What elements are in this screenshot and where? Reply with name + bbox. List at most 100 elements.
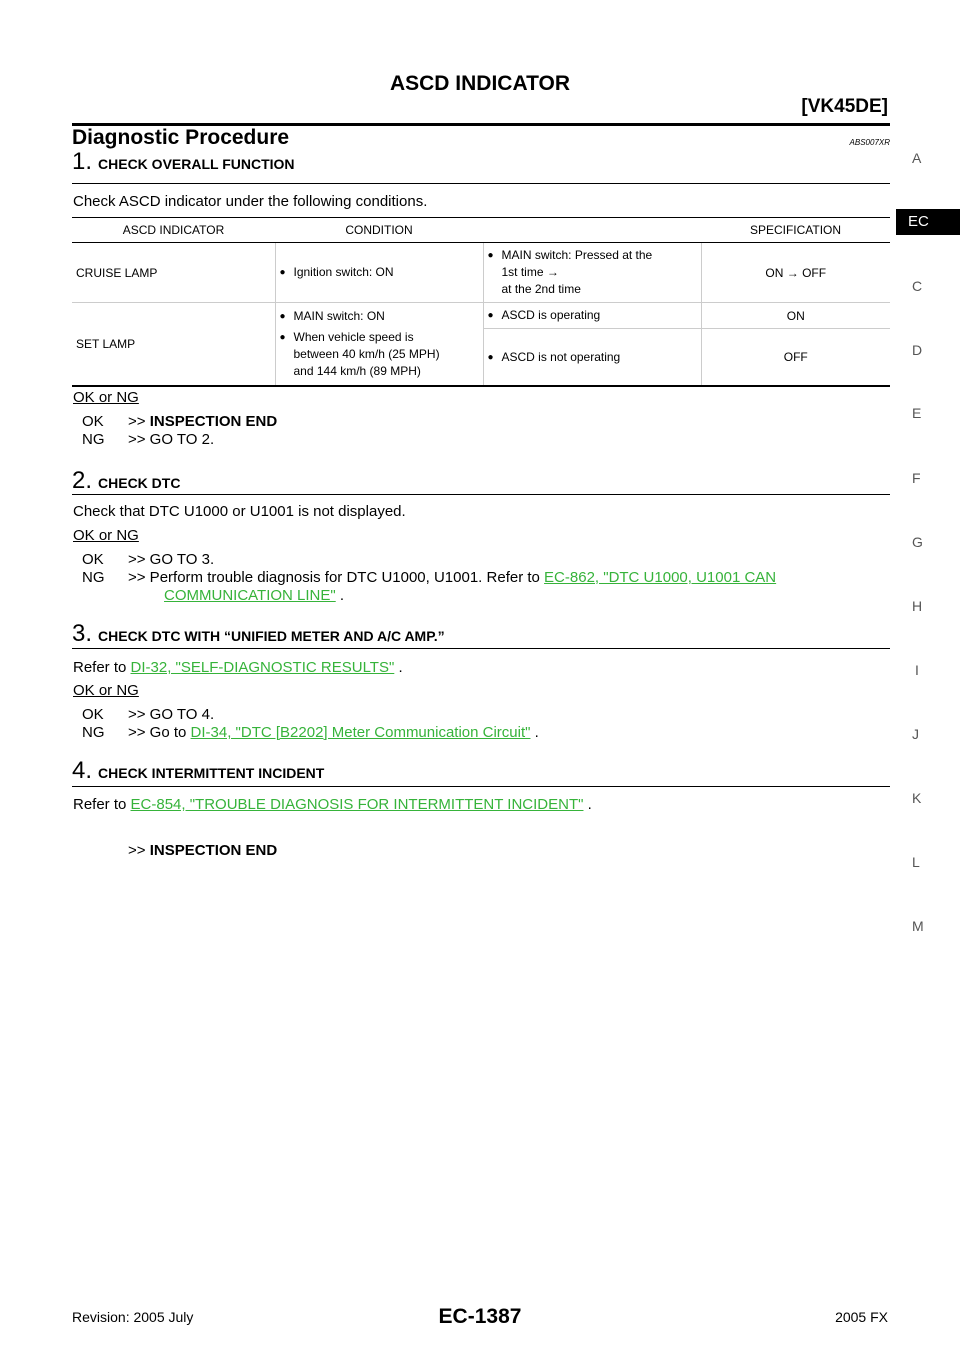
step-1-title: CHECK OVERALL FUNCTION [98,156,295,172]
end-arrow: >> [128,842,150,859]
sidebar-letter-j[interactable]: J [912,726,919,742]
step-1-number: 1. [72,148,93,175]
step-4-end: >> INSPECTION END [128,842,277,859]
step-4-number: 4. [72,757,93,784]
sidebar-letter-h[interactable]: H [912,598,923,614]
step-3-ok-result: OK >> GO TO 4. [82,706,214,723]
sidebar-letter-a[interactable]: A [912,150,922,166]
sidebar-letter-k[interactable]: K [912,790,922,806]
footer-page-number: EC-1387 [438,1305,522,1328]
step-3-heading: 3. CHECK DTC WITH “UNIFIED METER AND A/C … [72,620,445,648]
step-4-title: CHECK INTERMITTENT INCIDENT [98,765,325,781]
sidebar-letter-m[interactable]: M [912,918,924,934]
sidebar-tab-ec[interactable]: EC [896,209,960,235]
link-di-34[interactable]: DI-34, "DTC [B2202] Meter Communication … [190,724,531,741]
link-ec-854[interactable]: EC-854, "TROUBLE DIAGNOSIS FOR INTERMITT… [130,796,584,813]
refer-to: Refer to [73,659,131,676]
condition-ignition: Ignition switch: ON [280,264,479,281]
text-tail: . [583,796,592,813]
step-2-heading: 2. CHECK DTC [72,467,180,495]
condition-cell: ASCD is operating [482,302,701,329]
table-header-row: ASCD INDICATOR CONDITION SPECIFICATION [72,217,890,243]
step-1-ok-result: OK >> INSPECTION END [82,413,277,430]
sidebar-letter-i[interactable]: I [915,662,919,678]
inspection-end: INSPECTION END [149,413,278,430]
spec-table: ASCD INDICATOR CONDITION SPECIFICATION C… [72,217,890,387]
ng-text: >> Go to [128,724,191,741]
step-1-heading: 1. CHECK OVERALL FUNCTION [72,148,295,176]
header-rule [72,123,890,126]
link-ec-862[interactable]: EC-862, "DTC U1000, U1001 CAN [544,569,777,586]
step-2-ng-result-cont: COMMUNICATION LINE" . [164,587,344,604]
ng-tail: . [530,724,539,741]
step-3-title: CHECK DTC WITH “UNIFIED METER AND A/C AM… [98,628,445,644]
sidebar-letter-f[interactable]: F [912,470,921,486]
step-2-number: 2. [72,467,93,494]
table-row: SET LAMP MAIN switch: ON When vehicle sp… [72,302,890,387]
condition-speed-line1: When vehicle speed is [280,329,479,346]
step-3-number: 3. [72,620,93,647]
condition-main-pressed-line2: 1st time → [501,265,559,279]
sidebar-letter-d[interactable]: D [912,342,923,358]
step-2-ok-result: OK >> GO TO 3. [82,551,214,568]
ok-label: OK [82,551,104,568]
ng-label: NG [82,569,105,586]
inspection-end: INSPECTION END [149,842,278,859]
condition-cell: MAIN switch: ON When vehicle speed is be… [274,302,483,387]
col-header-condition: CONDITION [275,217,483,243]
ng-tail: . [335,587,345,604]
step-1-rule [72,183,890,184]
ng-label: NG [82,431,105,448]
indicator-cruise-lamp: CRUISE LAMP [72,242,275,303]
reference-code: ABS007XR [849,138,890,147]
ok-text: >> GO TO 3. [128,551,215,568]
link-ec-862-cont[interactable]: COMMUNICATION LINE" [164,587,336,604]
condition-ascd-operating: ASCD is operating [488,307,697,324]
step-3-rule [72,648,890,649]
condition-cell: MAIN switch: Pressed at the 1st time → a… [482,242,701,303]
model-tag: [VK45DE] [801,96,888,117]
ng-text: >> Perform trouble diagnosis for DTC U10… [128,569,545,586]
condition-main-pressed-line3: at the 2nd time [501,282,581,296]
sidebar-letter-c[interactable]: C [912,278,923,294]
step-1-ok-or-ng: OK or NG [73,389,139,406]
spec-set-not-operating: OFF [700,328,890,387]
sidebar-letter-e[interactable]: E [912,405,922,421]
condition-main-on: MAIN switch: ON [280,308,479,325]
sidebar-letter-g[interactable]: G [912,534,923,550]
text-tail: . [394,659,403,676]
step-2-ok-or-ng: OK or NG [73,527,139,544]
step-1-intro: Check ASCD indicator under the following… [73,193,428,210]
footer-model: 2005 FX [835,1309,888,1325]
col-header-specification: SPECIFICATION [701,217,890,243]
step-3-text: Refer to DI-32, "SELF-DIAGNOSTIC RESULTS… [73,659,403,676]
ok-label: OK [82,413,104,430]
ok-label: OK [82,706,104,723]
col-header-condition-2 [483,217,701,243]
indicator-set-lamp: SET LAMP [72,302,275,387]
link-di-32[interactable]: DI-32, "SELF-DIAGNOSTIC RESULTS" [130,659,395,676]
sidebar-letter-l[interactable]: L [912,854,920,870]
condition-speed-line3: and 144 km/h (89 MPH) [293,364,421,378]
condition-main-pressed-line1: MAIN switch: Pressed at the [488,247,697,264]
step-4-heading: 4. CHECK INTERMITTENT INCIDENT [72,757,324,785]
step-2-title: CHECK DTC [98,475,181,491]
step-2-ng-result: NG >> Perform trouble diagnosis for DTC U… [82,569,890,586]
spec-set-operating: ON [700,302,890,329]
step-1-ng-result: NG>> GO TO 2. [82,431,214,448]
spec-cruise: ON → OFF [700,242,890,303]
step-4-text: Refer to EC-854, "TROUBLE DIAGNOSIS FOR … [73,796,592,813]
step-3-ok-or-ng: OK or NG [73,682,139,699]
ok-arrow: >> [128,413,150,430]
section-heading: Diagnostic Procedure [72,126,290,149]
condition-speed-line2: between 40 km/h (25 MPH) [293,347,440,361]
ok-text: >> GO TO 4. [128,706,215,723]
footer-revision: Revision: 2005 July [72,1309,194,1325]
table-row: CRUISE LAMP Ignition switch: ON MAIN swi… [72,242,890,303]
col-header-indicator: ASCD INDICATOR [72,217,275,243]
step-4-rule [72,786,890,787]
condition-cell: ASCD is not operating [482,328,701,387]
refer-to: Refer to [73,796,131,813]
ng-label: NG [82,724,105,741]
page-title: ASCD INDICATOR [389,72,571,95]
